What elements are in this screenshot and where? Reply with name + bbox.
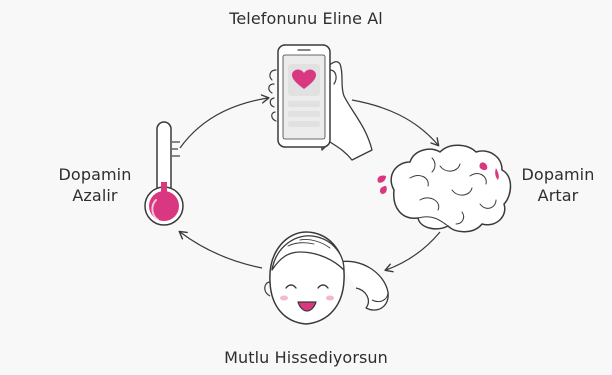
- arrow-bottom-to-left: [178, 230, 263, 269]
- node-label-dopamine-decreases: Dopamin Azalir: [40, 164, 150, 206]
- node-label-happy: Mutlu Hissediyorsun: [224, 348, 388, 367]
- arrow-top-to-right: [351, 99, 440, 147]
- arrow-left-to-top: [179, 94, 270, 149]
- node-label-line-1: Dopamin: [521, 165, 595, 184]
- arrow-right-to-bottom: [384, 231, 441, 273]
- node-label-line-1: Dopamin: [58, 165, 132, 184]
- phone-in-hand-icon: [268, 44, 373, 161]
- node-label-line-2: Artar: [537, 186, 579, 205]
- smiling-face-icon: [264, 231, 389, 325]
- node-label-dopamine-increases: Dopamin Artar: [508, 164, 608, 206]
- node-label-phone: Telefonunu Eline Al: [229, 9, 383, 28]
- thermometer-icon: [144, 121, 184, 226]
- node-label-line-2: Azalir: [72, 186, 118, 205]
- brain-icon: [377, 144, 512, 233]
